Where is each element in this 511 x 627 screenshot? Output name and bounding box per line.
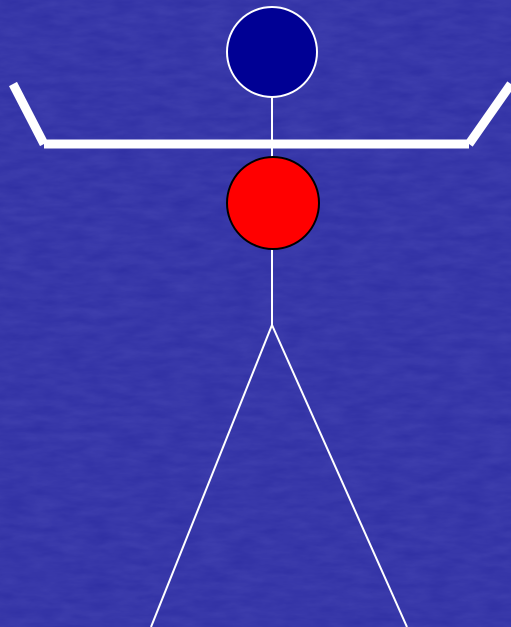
heart-circle — [227, 157, 319, 249]
head-circle — [227, 7, 317, 97]
